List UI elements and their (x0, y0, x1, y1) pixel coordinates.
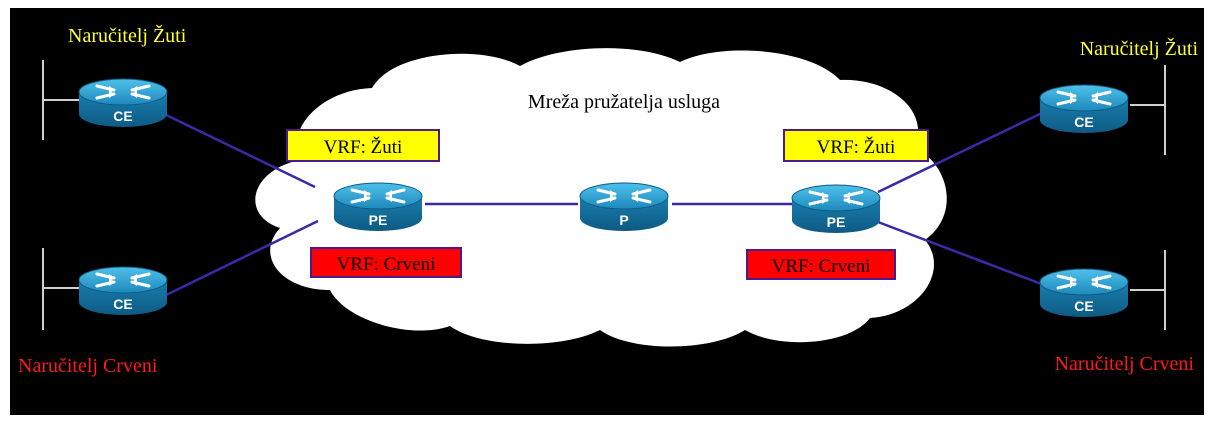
svg-text:CE: CE (113, 108, 132, 124)
svg-text:VRF: Crveni: VRF: Crveni (337, 254, 436, 275)
svg-text:PE: PE (827, 214, 846, 230)
router-ce-right-top: CE (1038, 83, 1130, 135)
customer-label-left-red: Naručitelj Crveni (18, 355, 158, 377)
cloud-label: Mreža pružatelja usluga (528, 91, 720, 113)
router-ce-right-bottom: CE (1038, 267, 1130, 319)
svg-text:CE: CE (1074, 298, 1093, 314)
link-ce-left-bottom-pe-left (159, 219, 319, 300)
vrf-box-left-yellow: VRF: Žuti (286, 129, 440, 162)
svg-text:VRF: Crveni: VRF: Crveni (772, 256, 871, 277)
svg-text:CE: CE (113, 296, 132, 312)
link-ce-left-top-pe-left (159, 110, 316, 189)
svg-text:VRF: Žuti: VRF: Žuti (324, 136, 403, 158)
svg-text:VRF: Žuti: VRF: Žuti (817, 136, 896, 158)
link-pe-right-ce-right-bottom (877, 220, 1045, 287)
router-pe-right: PE (790, 183, 882, 235)
svg-text:P: P (619, 212, 628, 228)
router-ce-left-bottom: CE (77, 265, 169, 317)
vrf-box-right-yellow: VRF: Žuti (783, 129, 929, 162)
customer-label-right-yellow: Naručitelj Žuti (1080, 37, 1199, 60)
router-pe-left: PE (332, 181, 424, 233)
customer-label-right-red: Naručitelj Crveni (1055, 353, 1195, 375)
router-p-core: P (578, 181, 670, 233)
vrf-box-left-red: VRF: Crveni (310, 247, 462, 278)
svg-text:PE: PE (369, 212, 388, 228)
customer-label-left-yellow: Naručitelj Žuti (68, 24, 187, 47)
svg-text:CE: CE (1074, 114, 1093, 130)
router-ce-left-top: CE (77, 77, 169, 129)
link-pe-right-ce-right-top (877, 110, 1045, 194)
vrf-box-right-red: VRF: Crveni (746, 249, 896, 280)
